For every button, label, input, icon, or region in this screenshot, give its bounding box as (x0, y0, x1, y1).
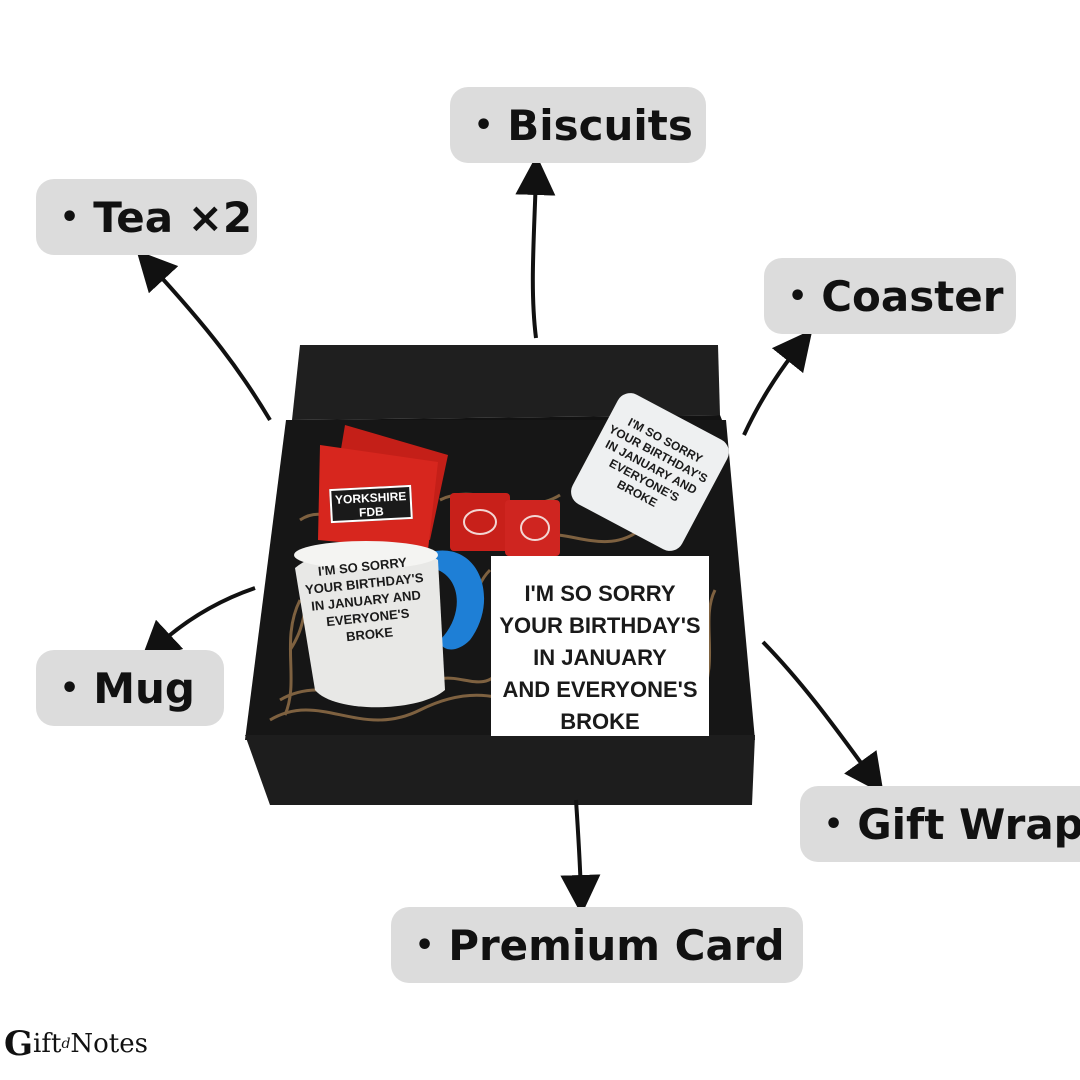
bullet: • (60, 670, 80, 706)
arrow-biscuits (515, 155, 556, 339)
tea-brand-label: YORKSHIRE FDB (329, 484, 413, 524)
logo-word: ift (33, 1029, 62, 1059)
bullet: • (60, 199, 80, 235)
label-biscuits: • Biscuits (450, 87, 706, 163)
brand-logo: G ift d Notes (4, 1024, 148, 1064)
mug (294, 541, 485, 708)
label-gift-wrap-text: Gift Wrap (857, 799, 1080, 849)
logo-small-d: d (61, 1036, 71, 1052)
bullet: • (788, 278, 808, 314)
biscuits-packs (450, 493, 560, 556)
callout-arrows (136, 155, 884, 915)
label-coaster-text: Coaster (821, 271, 1004, 321)
arrow-coaster (742, 329, 813, 436)
card-text: I'M SO SORRY YOUR BIRTHDAY'S IN JANUARY … (499, 581, 701, 734)
bullet: • (415, 927, 435, 963)
label-gift-wrap: • Gift Wrap (800, 786, 1080, 862)
label-premium-card-text: Premium Card (448, 920, 785, 970)
label-mug-text: Mug (93, 663, 195, 713)
bullet: • (824, 806, 844, 842)
arrow-tea (136, 250, 272, 422)
bullet: • (474, 107, 494, 143)
label-premium-card: • Premium Card (391, 907, 803, 983)
coaster (571, 393, 729, 551)
mug-text: I'M SO SORRY YOUR BIRTHDAY'S IN JANUARY … (304, 554, 425, 645)
arrow-mug (140, 586, 256, 662)
logo-word-2: Notes (70, 1029, 148, 1059)
logo-mark: G (4, 1024, 34, 1064)
label-mug: • Mug (36, 650, 224, 726)
greeting-card (491, 556, 709, 736)
label-tea: • Tea ×2 (36, 179, 257, 255)
arrow-gift-wrap (761, 640, 884, 795)
label-tea-text: Tea ×2 (93, 192, 253, 242)
label-coaster: • Coaster (764, 258, 1016, 334)
arrow-premium-card (560, 799, 601, 915)
label-biscuits-text: Biscuits (507, 100, 693, 150)
